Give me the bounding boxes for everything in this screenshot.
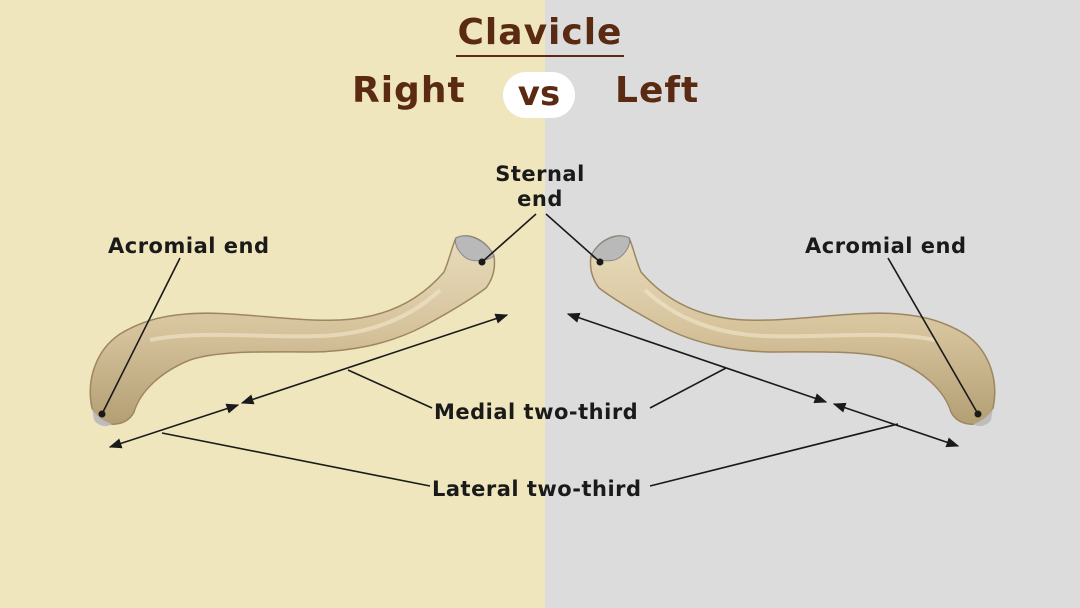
medial-span-arrow-left [566,312,828,404]
sternal-end-dot-left [596,258,604,266]
subtitle-right: Right [352,70,466,111]
medial-span-arrow-right [240,313,509,405]
lateral-span-arrow-right [108,403,240,449]
right-clavicle-bone [88,234,497,429]
lateral-pointer-right [161,432,431,487]
acromial-end-label-right-clavicle: Acromial end [108,234,270,258]
subtitle-left: Left [615,70,700,111]
acromial-end-dot-right [98,410,106,418]
sternal-end-label-line1: Sternal [495,162,585,186]
sternal-end-label-line2: end [517,187,563,211]
acromial-end-dot-left [974,410,982,418]
lateral-pointer-left [649,423,899,487]
medial-pointer-right [347,369,433,409]
acromial-end-label-left-clavicle: Acromial end [805,234,967,258]
acromial-end-pointer-right [101,257,181,415]
diagram-title: Clavicle [0,12,1080,57]
vs-badge: vs [503,72,575,118]
medial-pointer-left [649,367,727,409]
medial-two-third-label: Medial two-third [434,400,639,424]
sternal-end-pointer-right [481,213,537,263]
sternal-end-pointer-left [545,213,601,263]
left-clavicle-bone [588,234,997,429]
sternal-end-dot-right [478,258,486,266]
acromial-end-pointer-left [887,257,979,415]
lateral-two-third-label: Lateral two-third [432,477,642,501]
sternal-end-label: Sternal end [470,162,610,212]
